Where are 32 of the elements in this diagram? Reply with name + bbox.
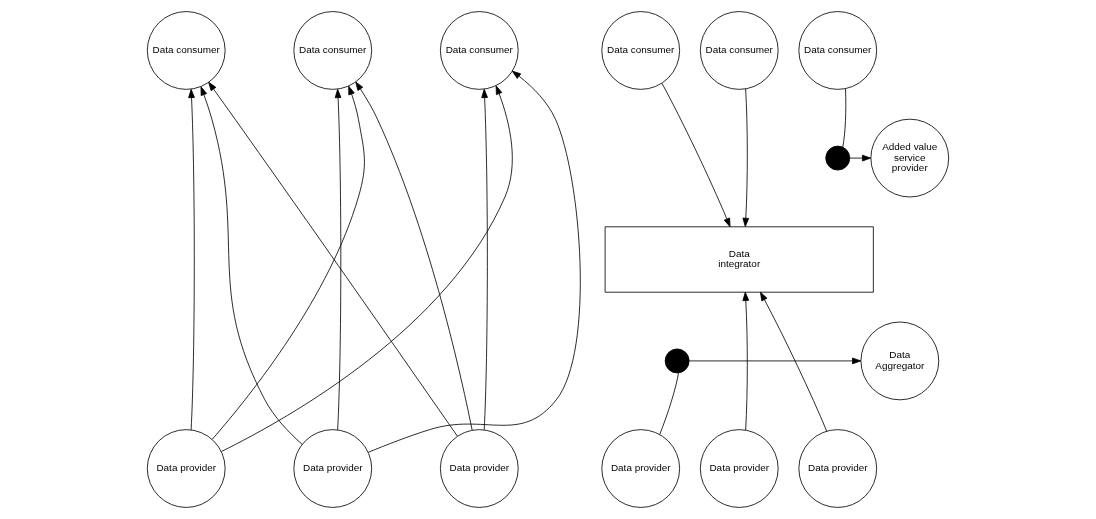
node-circle: Data provider (601, 429, 681, 508)
arrow (481, 88, 488, 431)
node-circle: Added value service provider (870, 118, 950, 198)
node-circle: Data consumer (601, 11, 681, 90)
node-circle: Data provider (699, 429, 779, 508)
node-box: Data integrator (604, 226, 874, 293)
arrow (221, 85, 513, 452)
node-circle: Data consumer (798, 11, 878, 90)
node-circle: Data Aggregator (860, 321, 940, 401)
arrow (200, 86, 303, 445)
node-circle: Data consumer (439, 11, 519, 90)
arrow (208, 81, 458, 437)
arrow (355, 81, 473, 431)
node-circle (664, 348, 690, 374)
arrow (211, 85, 365, 440)
arrow (188, 88, 195, 431)
node-circle (825, 145, 851, 171)
arrow (661, 82, 731, 228)
arrow (334, 88, 342, 431)
node-circle: Data provider (293, 429, 373, 508)
arrow (742, 291, 750, 431)
node-circle: Data provider (146, 429, 226, 508)
arrow (760, 291, 828, 432)
node-circle: Data provider (798, 429, 878, 508)
connector (659, 372, 679, 435)
node-circle: Data provider (439, 429, 519, 508)
arrow (742, 88, 750, 227)
node-circle: Data consumer (699, 11, 779, 90)
arrow (367, 70, 581, 453)
arrow (849, 154, 872, 162)
arrow (688, 357, 862, 365)
connector (842, 88, 847, 148)
